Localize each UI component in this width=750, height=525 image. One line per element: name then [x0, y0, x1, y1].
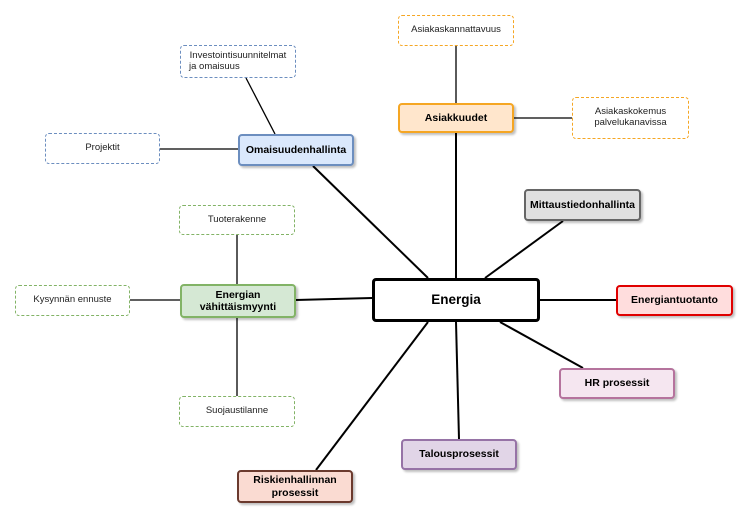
node-asiakkuudet[interactable]: Asiakkuudet	[398, 103, 514, 133]
connector-center-mittaustiedonhallinta	[484, 220, 564, 279]
leaf-projektit[interactable]: Projektit	[45, 133, 160, 164]
leaf-kysynnan-ennuste[interactable]: Kysynnän ennuste	[15, 285, 130, 316]
node-omaisuudenhallinta[interactable]: Omaisuudenhallinta	[238, 134, 354, 166]
center-node-energia[interactable]: Energia	[372, 278, 540, 322]
node-energian-vahittaismyynti[interactable]: Energian vähittäismyynti	[180, 284, 296, 318]
connector-center-riskienhallinta	[315, 321, 429, 471]
leaf-asiakaskannattavuus[interactable]: Asiakaskannattavuus	[398, 15, 514, 46]
leaf-tuoterakenne[interactable]: Tuoterakenne	[179, 205, 295, 235]
connector-omaisuus-investointi	[245, 77, 276, 135]
center-node-label: Energia	[431, 292, 481, 308]
node-hr-prosessit[interactable]: HR prosessit	[559, 368, 675, 399]
connector-center-vahittaismyynti	[295, 297, 373, 301]
node-riskienhallinnan-prosessit[interactable]: Riskienhallinnan prosessit	[237, 470, 353, 503]
node-talousprosessit[interactable]: Talousprosessit	[401, 439, 517, 470]
connector-center-hr	[499, 321, 584, 369]
node-mittaustiedonhallinta[interactable]: Mittaustiedonhallinta	[524, 189, 641, 221]
leaf-suojaustilanne[interactable]: Suojaustilanne	[179, 396, 295, 427]
connector-center-talous	[455, 321, 460, 440]
leaf-investointisuunnitelmat[interactable]: Investointisuunnitelmat ja omaisuus	[180, 45, 296, 78]
connector-center-omaisuudenhallinta	[312, 165, 429, 279]
node-energiantuotanto[interactable]: Energiantuotanto	[616, 285, 733, 316]
leaf-asiakaskokemus[interactable]: Asiakaskokemus palvelukanavissa	[572, 97, 689, 139]
